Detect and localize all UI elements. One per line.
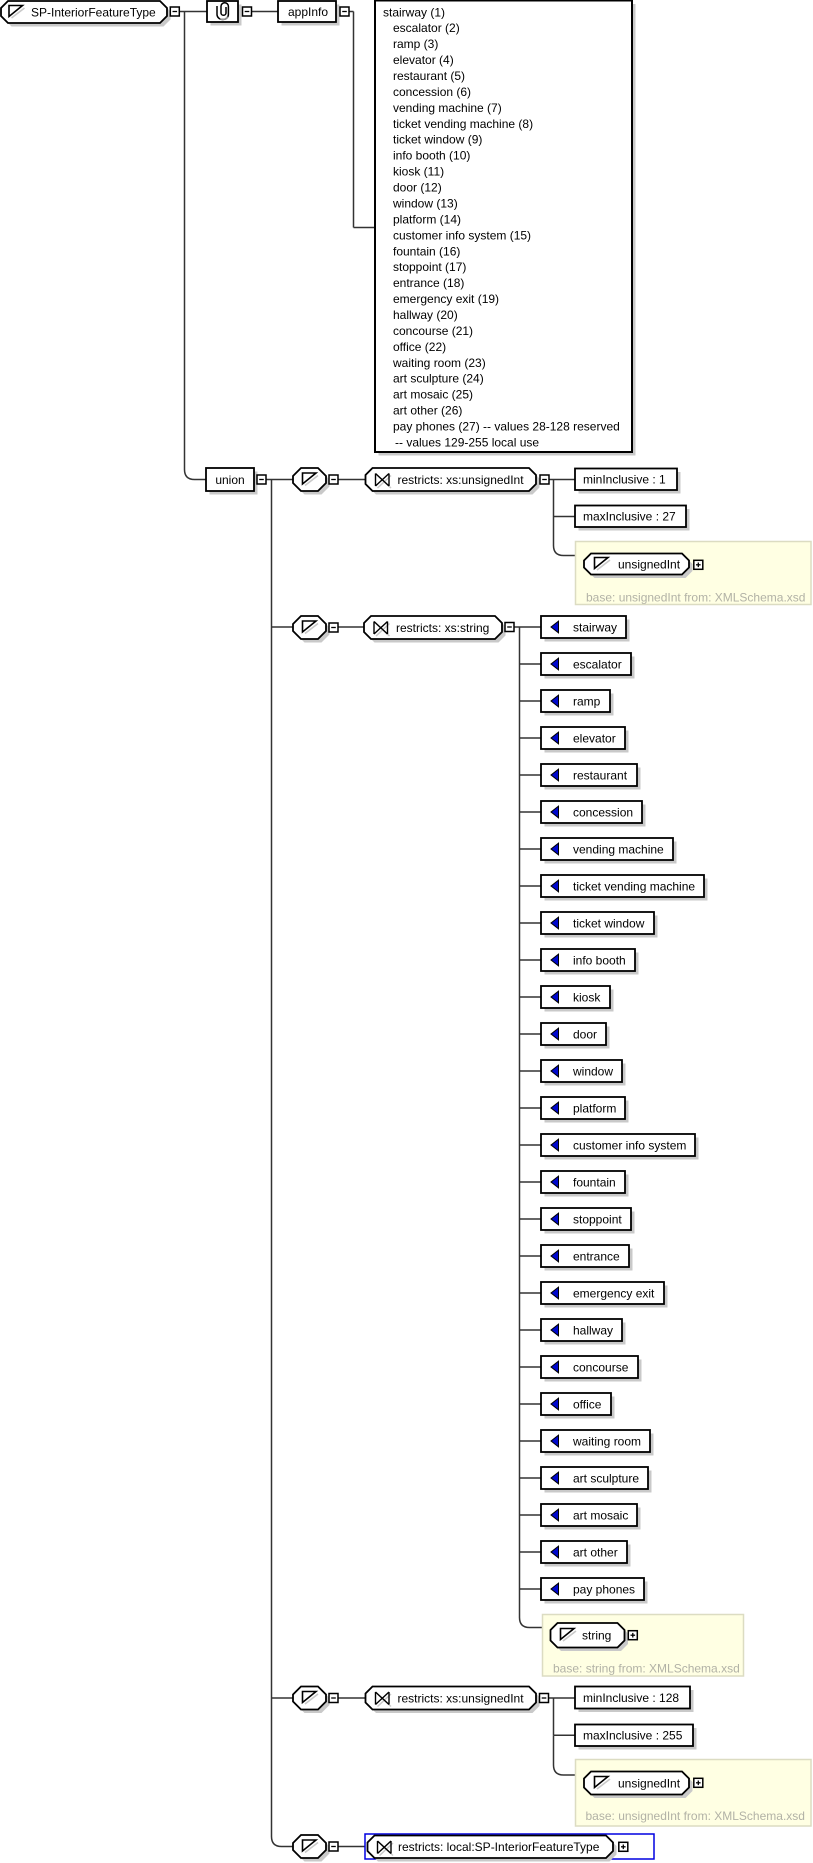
svg-text:art other (26): art other (26) bbox=[393, 404, 462, 418]
svg-text:maxInclusive : 255: maxInclusive : 255 bbox=[583, 1729, 683, 1743]
svg-text:concourse: concourse bbox=[573, 1360, 629, 1374]
svg-text:hallway: hallway bbox=[573, 1323, 613, 1337]
svg-text:entrance (18): entrance (18) bbox=[393, 276, 464, 290]
svg-text:maxInclusive : 27: maxInclusive : 27 bbox=[583, 510, 676, 524]
svg-text:base: string from: XMLSchema.x: base: string from: XMLSchema.xsd bbox=[553, 1661, 740, 1675]
svg-text:concession (6): concession (6) bbox=[393, 85, 471, 99]
svg-text:kiosk: kiosk bbox=[573, 990, 601, 1004]
svg-text:restricts: local:SP-InteriorFe: restricts: local:SP-InteriorFeatureType bbox=[398, 1840, 600, 1854]
svg-text:concourse (21): concourse (21) bbox=[393, 324, 473, 338]
svg-text:concession: concession bbox=[573, 805, 633, 819]
svg-text:ticket vending machine: ticket vending machine bbox=[573, 879, 695, 893]
svg-text:minInclusive : 1: minInclusive : 1 bbox=[583, 473, 666, 487]
svg-text:unsignedInt: unsignedInt bbox=[618, 557, 681, 571]
svg-text:restricts: xs:unsignedInt: restricts: xs:unsignedInt bbox=[398, 473, 525, 487]
svg-text:stoppoint (17): stoppoint (17) bbox=[393, 260, 466, 274]
svg-text:art mosaic (25): art mosaic (25) bbox=[393, 388, 473, 402]
svg-text:elevator (4): elevator (4) bbox=[393, 53, 454, 67]
svg-text:ramp (3): ramp (3) bbox=[393, 37, 438, 51]
svg-text:string: string bbox=[582, 1629, 611, 1643]
svg-text:SP-InteriorFeatureType: SP-InteriorFeatureType bbox=[31, 5, 156, 19]
svg-text:waiting room: waiting room bbox=[572, 1434, 641, 1448]
svg-text:pay phones: pay phones bbox=[573, 1582, 635, 1596]
svg-text:office: office bbox=[573, 1397, 602, 1411]
svg-text:emergency exit: emergency exit bbox=[573, 1286, 655, 1300]
svg-text:pay phones (27) -- values 28-1: pay phones (27) -- values 28-128 reserve… bbox=[393, 419, 620, 433]
svg-text:window: window bbox=[572, 1064, 613, 1078]
svg-text:union: union bbox=[215, 473, 244, 487]
svg-text:fountain: fountain bbox=[573, 1175, 616, 1189]
svg-text:stoppoint: stoppoint bbox=[573, 1212, 622, 1226]
svg-text:customer info system (15): customer info system (15) bbox=[393, 228, 531, 242]
svg-text:waiting room (23): waiting room (23) bbox=[392, 356, 486, 370]
svg-text:unsignedInt: unsignedInt bbox=[618, 1776, 681, 1790]
svg-text:vending machine (7): vending machine (7) bbox=[393, 101, 502, 115]
svg-text:fountain (16): fountain (16) bbox=[393, 244, 460, 258]
svg-text:restricts: xs:unsignedInt: restricts: xs:unsignedInt bbox=[398, 1691, 525, 1705]
svg-text:vending machine: vending machine bbox=[573, 842, 664, 856]
svg-text:ticket vending machine (8): ticket vending machine (8) bbox=[393, 117, 533, 131]
svg-text:kiosk (11): kiosk (11) bbox=[393, 165, 444, 179]
svg-text:info booth: info booth bbox=[573, 953, 626, 967]
svg-text:escalator: escalator bbox=[573, 657, 622, 671]
svg-text:platform: platform bbox=[573, 1101, 616, 1115]
svg-text:base: unsignedInt from: XMLSch: base: unsignedInt from: XMLSchema.xsd bbox=[586, 1809, 805, 1823]
svg-text:emergency exit (19): emergency exit (19) bbox=[393, 292, 499, 306]
svg-text:base: unsignedInt from: XMLSch: base: unsignedInt from: XMLSchema.xsd bbox=[586, 590, 805, 604]
svg-text:art sculpture (24): art sculpture (24) bbox=[393, 372, 484, 386]
svg-text:minInclusive : 128: minInclusive : 128 bbox=[583, 1691, 679, 1705]
svg-text:platform (14): platform (14) bbox=[393, 212, 461, 226]
svg-text:art sculpture: art sculpture bbox=[573, 1471, 639, 1485]
svg-text:customer info system: customer info system bbox=[573, 1138, 686, 1152]
svg-text:info booth (10): info booth (10) bbox=[393, 149, 470, 163]
svg-text:window (13): window (13) bbox=[392, 196, 458, 210]
svg-text:escalator (2): escalator (2) bbox=[393, 21, 460, 35]
svg-text:restaurant: restaurant bbox=[573, 768, 628, 782]
svg-text:stairway (1): stairway (1) bbox=[383, 5, 445, 19]
svg-text:art mosaic: art mosaic bbox=[573, 1508, 628, 1522]
svg-text:restaurant (5): restaurant (5) bbox=[393, 69, 465, 83]
svg-text:office (22): office (22) bbox=[393, 340, 446, 354]
svg-text:stairway: stairway bbox=[573, 620, 617, 634]
svg-text:ticket window (9): ticket window (9) bbox=[393, 133, 482, 147]
svg-text:ticket window: ticket window bbox=[573, 916, 645, 930]
svg-text:ramp: ramp bbox=[573, 694, 601, 708]
svg-text:door (12): door (12) bbox=[393, 181, 442, 195]
svg-text:appInfo: appInfo bbox=[288, 5, 328, 19]
svg-text:-- values 129-255 local use: -- values 129-255 local use bbox=[395, 435, 539, 449]
svg-text:elevator: elevator bbox=[573, 731, 616, 745]
svg-text:hallway (20): hallway (20) bbox=[393, 308, 458, 322]
svg-text:door: door bbox=[573, 1027, 597, 1041]
svg-text:entrance: entrance bbox=[573, 1249, 620, 1263]
svg-text:restricts: xs:string: restricts: xs:string bbox=[396, 621, 489, 635]
svg-text:art other: art other bbox=[573, 1545, 618, 1559]
